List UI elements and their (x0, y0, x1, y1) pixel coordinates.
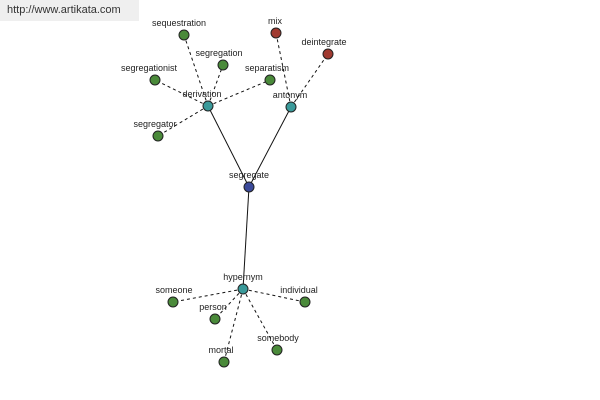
node-somebody-label: somebody (257, 333, 299, 343)
edges-layer (154, 32, 329, 363)
edge-segregate-derivation (207, 105, 250, 188)
node-segregator-label: segregator (133, 119, 176, 129)
node-someone-dot[interactable] (167, 296, 179, 308)
node-individual[interactable]: individual (280, 285, 318, 308)
node-antonym-dot[interactable] (285, 101, 297, 113)
edge-segregate-antonym (248, 106, 292, 188)
node-mix-dot[interactable] (270, 27, 282, 39)
node-segregator[interactable]: segregator (133, 119, 177, 142)
node-sequestration[interactable]: sequestration (152, 18, 206, 41)
node-mix[interactable]: mix (268, 16, 282, 39)
node-deintegrate-label: deintegrate (301, 37, 346, 47)
node-mortal[interactable]: mortal (208, 345, 234, 368)
edge-hypernym-mortal (223, 288, 244, 363)
edge-antonym-deintegrate (290, 53, 329, 108)
node-mortal-dot[interactable] (218, 356, 230, 368)
edge-derivation-segregation (207, 64, 224, 107)
edge-hypernym-person (214, 288, 244, 320)
node-person-dot[interactable] (209, 313, 221, 325)
node-deintegrate-dot[interactable] (322, 48, 334, 60)
node-derivation-dot[interactable] (202, 100, 214, 112)
nodes-layer: segregate derivation antonym hypernym seques… (121, 16, 347, 368)
edge-derivation-segregator (157, 105, 209, 137)
node-sequestration-dot[interactable] (178, 29, 190, 41)
node-segregator-dot[interactable] (152, 130, 164, 142)
node-someone[interactable]: someone (155, 285, 193, 308)
node-separatism-label: separatism (245, 63, 289, 73)
node-antonym[interactable]: antonym (273, 90, 308, 113)
node-person-label: person (199, 302, 227, 312)
node-hypernym-label: hypernym (223, 272, 263, 282)
edge-derivation-sequestration (183, 34, 209, 107)
node-deintegrate[interactable]: deintegrate (301, 37, 347, 60)
node-derivation[interactable]: derivation (182, 89, 222, 112)
edge-derivation-segregationist (154, 79, 209, 107)
edge-segregate-hypernym (242, 186, 250, 290)
node-mortal-label: mortal (208, 345, 233, 355)
node-segregate-label: segregate (229, 170, 269, 180)
edge-antonym-mix (275, 32, 292, 108)
node-individual-dot[interactable] (299, 296, 311, 308)
node-hypernym-dot[interactable] (237, 283, 249, 295)
node-segregate[interactable]: segregate (229, 170, 269, 193)
node-separatism-dot[interactable] (264, 74, 276, 86)
node-mix-label: mix (268, 16, 282, 26)
node-segregation[interactable]: segregation (195, 48, 243, 71)
node-segregate-dot[interactable] (243, 181, 255, 193)
node-antonym-label: antonym (273, 90, 308, 100)
node-segregation-dot[interactable] (217, 59, 229, 71)
node-derivation-label: derivation (182, 89, 221, 99)
node-segregationist[interactable]: segregationist (121, 63, 178, 86)
node-segregationist-dot[interactable] (149, 74, 161, 86)
node-hypernym[interactable]: hypernym (223, 272, 263, 295)
node-segregationist-label: segregationist (121, 63, 178, 73)
node-segregation-label: segregation (195, 48, 242, 58)
node-somebody-dot[interactable] (271, 344, 283, 356)
edge-derivation-separatism (207, 79, 271, 107)
node-someone-label: someone (155, 285, 192, 295)
edge-hypernym-individual (242, 288, 306, 303)
node-sequestration-label: sequestration (152, 18, 206, 28)
node-person[interactable]: person (199, 302, 227, 325)
node-individual-label: individual (280, 285, 318, 295)
node-somebody[interactable]: somebody (257, 333, 299, 356)
node-separatism[interactable]: separatism (245, 63, 289, 86)
site-url[interactable]: http://www.artikata.com (0, 0, 139, 21)
